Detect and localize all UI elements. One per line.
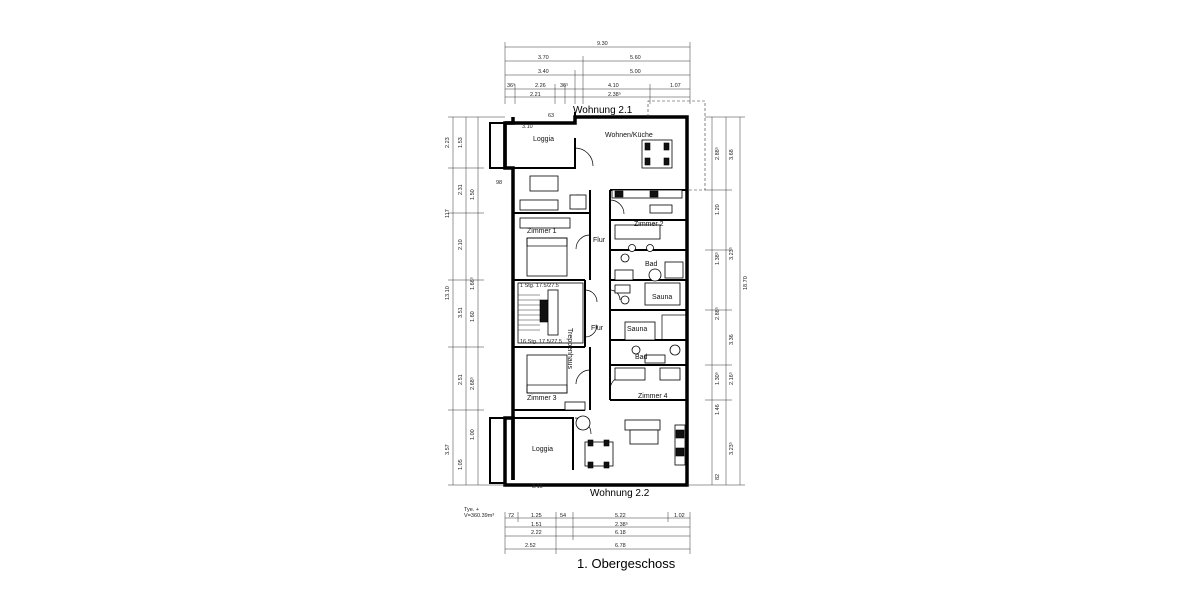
dim-top-r5-a: 2.21 [530, 92, 541, 98]
dim-left-mid-5: 2.51 [458, 374, 464, 385]
dim-right-mid-3: 3.36 [729, 334, 735, 345]
stair-label-bottom: 16 Stg. 17.5/27.5 [520, 339, 562, 345]
dim-bottom-r1-a: 72 [508, 513, 514, 519]
dim-top-total: 9.30 [597, 41, 608, 47]
dim-left-mid-2: 2.31 [458, 184, 464, 195]
dim-bottom-r3-a: 2.22 [531, 530, 542, 536]
dim-right-inner-2: 1.20 [715, 204, 721, 215]
dim-left-inner-1: 1.50 [470, 189, 476, 200]
dim-left-outer-3: 13.10 [445, 286, 451, 300]
dim-small-306: 3.10 [532, 484, 543, 490]
area-note-line2: V=360.39m³ [464, 513, 494, 519]
armchair-bottom [575, 415, 591, 431]
room-wohnen-kueche: Wohnen/Küche [605, 132, 653, 139]
sauna-mid-cabin [624, 321, 656, 341]
dim-bottom-r1-e: 1.02 [674, 513, 685, 519]
dim-left-inner-5: 1.00 [470, 429, 476, 440]
bottom-dimension-chains: 72 1.25 54 5.22 1.02 1.51 2.38⁵ 2.22 6.1… [504, 512, 691, 554]
room-sauna-top: Sauna [652, 294, 672, 301]
room-loggia-top: Loggia [533, 136, 554, 143]
dim-top-r5-b: 2.38⁵ [608, 91, 621, 98]
area-note: Tye. + V=360.39m³ [464, 507, 494, 519]
dim-left-mid-4: 3.51 [458, 307, 464, 318]
dim-right-inner-6: 1.46 [715, 404, 721, 415]
dim-bottom-r3-b: 6.18 [615, 530, 626, 536]
dim-right-inner-7: 82 [715, 474, 721, 480]
bed-zimmer1 [526, 237, 568, 277]
dim-top-r4-d: 4.10 [608, 83, 619, 89]
room-bad-mid: Bad [635, 354, 648, 361]
room-flur-top: Flur [593, 237, 606, 244]
room-bad: Bad [645, 261, 658, 268]
apartment-lower-label: Wohnung 2.2 [590, 488, 650, 499]
room-sauna-mid: Sauna [627, 326, 647, 333]
dim-left-inner-2: 1.66⁵ [469, 277, 476, 290]
room-labels: Wohnung 2.1 Loggia Wohnen/Küche Zimmer 1… [496, 105, 672, 499]
dim-right-inner-4: 2.88⁵ [714, 307, 721, 320]
room-flur-mid: Flur [591, 325, 604, 332]
dim-right-mid-4: 2.16⁵ [728, 372, 735, 385]
dim-top-r2-a: 3.70 [538, 55, 549, 61]
dim-bottom-r2-a: 1.51 [531, 522, 542, 528]
dim-small-98: 98 [496, 180, 502, 186]
dim-small-63: 63 [548, 113, 554, 119]
right-dimension-chains: 18.70 3.68 3.23⁵ 3.36 2.16⁵ 3.23⁵ 2.88⁵ … [687, 116, 749, 486]
room-zimmer2: Zimmer 2 [634, 221, 664, 228]
dim-bottom-r1-c: 54 [560, 513, 566, 519]
dim-left-mid-1: 1.53 [458, 137, 464, 148]
room-zimmer1: Zimmer 1 [527, 228, 557, 235]
apartment-upper-label: Wohnung 2.1 [573, 105, 633, 116]
dim-bottom-r4-a: 2.52 [525, 543, 536, 549]
dim-bottom-r4-b: 6.78 [615, 543, 626, 549]
room-zimmer3: Zimmer 3 [527, 395, 557, 402]
stair-label-top: 1 Stg. 17.5/27.5 [520, 283, 559, 289]
kitchen-counter-bottom [674, 424, 686, 466]
loggia-bottom-parapet [489, 417, 506, 484]
room-loggia-bottom: Loggia [532, 446, 553, 453]
dim-left-mid-3: 2.10 [458, 239, 464, 250]
bed-zimmer3 [526, 354, 568, 394]
dim-left-outer-1: 2.23 [445, 137, 451, 148]
dim-left-outer-2: 117 [445, 209, 451, 218]
dim-left-inner-4: 2.68⁵ [469, 377, 476, 390]
toilet-top [620, 253, 630, 263]
dim-bottom-r1-d: 5.22 [615, 513, 626, 519]
dim-right-mid-1: 3.68 [729, 149, 735, 160]
room-zimmer4: Zimmer 4 [638, 393, 668, 400]
dim-top-r4-c: 36⁵ [560, 82, 568, 89]
dim-right-inner-5: 1.30⁵ [714, 372, 721, 385]
dim-top-r4-b: 2.26 [535, 83, 546, 89]
dim-right-mid-2: 3.23⁵ [728, 247, 735, 260]
dim-top-r3-b: 5.00 [630, 69, 641, 75]
sofa-top [529, 175, 559, 192]
room-treppenhaus: Treppenhaus [566, 328, 573, 369]
dim-top-r4-a: 36⁵ [507, 82, 515, 89]
loggia-top-parapet [489, 122, 506, 169]
top-dimension-chains: 9.30 3.70 5.60 3.40 5.00 36⁵ 2.26 36⁵ 4.… [504, 41, 691, 104]
furniture [517, 139, 686, 469]
dim-left-inner-3: 1.60 [470, 311, 476, 322]
dim-left-mid-6: 1.05 [458, 459, 464, 470]
left-dimension-chains: 2.23 117 13.10 3.57 1.53 2.31 2.10 3.51 … [445, 116, 505, 486]
dim-top-r4-e: 1.07 [670, 83, 681, 89]
dim-bottom-r1-b: 1.25 [531, 513, 542, 519]
sauna-top-cabin [644, 282, 681, 306]
kitchen-counter-top [611, 189, 683, 199]
dim-right-inner-1: 2.88⁵ [714, 147, 721, 160]
dim-left-outer-4: 3.57 [445, 444, 451, 455]
dim-small-310: 3.10 [522, 124, 533, 130]
dim-right-mid-5: 3.23⁵ [728, 442, 735, 455]
dim-right-outer: 18.70 [743, 276, 749, 290]
plan-title: 1. Obergeschoss [577, 556, 676, 571]
area-note-line1: Tye. + [464, 507, 479, 513]
dim-top-r3-a: 3.40 [538, 69, 549, 75]
dim-bottom-r2-b: 2.38⁵ [615, 521, 628, 528]
dim-top-r2-b: 5.60 [630, 55, 641, 61]
dim-right-inner-3: 1.38⁵ [714, 252, 721, 265]
